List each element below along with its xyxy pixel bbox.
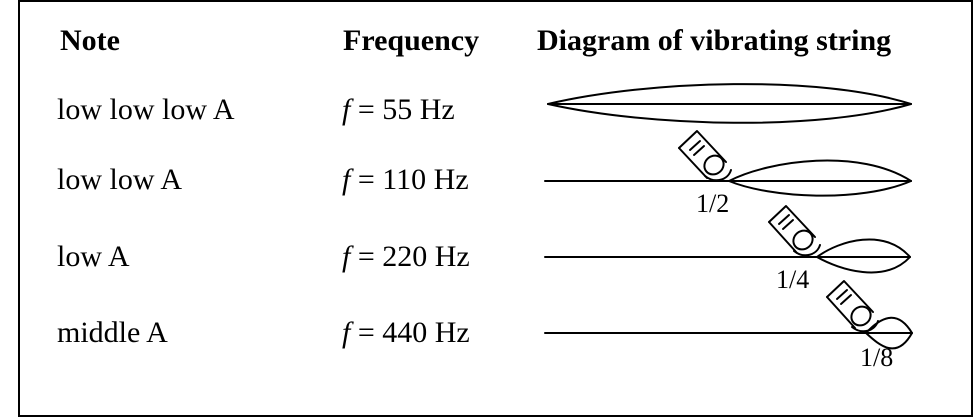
frequency-symbol: f — [342, 316, 351, 349]
header-frequency: Frequency — [343, 24, 480, 57]
frequency-text: = 440 Hz — [357, 316, 470, 349]
string-envelope-upper — [816, 238, 911, 258]
header-note: Note — [60, 24, 120, 57]
frequency-value: f = 440 Hz — [342, 316, 470, 350]
fraction-label: 1/4 — [776, 265, 809, 294]
string-envelope-upper — [547, 83, 912, 105]
note-label: low low A — [57, 163, 183, 196]
frequency-text: = 220 Hz — [357, 240, 470, 273]
vibrating-string-half — [544, 130, 912, 197]
note-label: low A — [57, 240, 130, 273]
vibrating-string-eighth — [544, 280, 913, 350]
frequency-symbol: f — [342, 93, 351, 126]
frequency-symbol: f — [342, 163, 351, 196]
string-envelope-upper — [728, 159, 912, 182]
frequency-text: = 55 Hz — [357, 93, 455, 126]
string-envelope-lower — [547, 103, 912, 124]
note-label: low low low A — [57, 93, 235, 126]
vibrating-string-full — [547, 83, 912, 124]
finger-icon — [768, 205, 821, 257]
fraction-label: 1/8 — [860, 343, 893, 372]
string-envelope-lower — [728, 180, 912, 197]
finger-icon — [826, 280, 879, 333]
string-envelope-lower — [865, 332, 913, 350]
string-envelope-lower — [816, 256, 911, 274]
frequency-text: = 110 Hz — [357, 163, 469, 196]
frequency-value: f = 55 Hz — [342, 93, 455, 127]
frequency-symbol: f — [342, 240, 351, 273]
frequency-value: f = 110 Hz — [342, 163, 469, 197]
fraction-label: 1/2 — [696, 189, 729, 218]
note-label: middle A — [57, 316, 168, 349]
header-diagram: Diagram of vibrating string — [537, 24, 892, 57]
frequency-value: f = 220 Hz — [342, 240, 470, 274]
string-envelope-upper — [865, 316, 913, 334]
finger-icon — [678, 130, 732, 182]
vibrating-string-quarter — [544, 205, 911, 274]
table-frame — [18, 0, 973, 417]
